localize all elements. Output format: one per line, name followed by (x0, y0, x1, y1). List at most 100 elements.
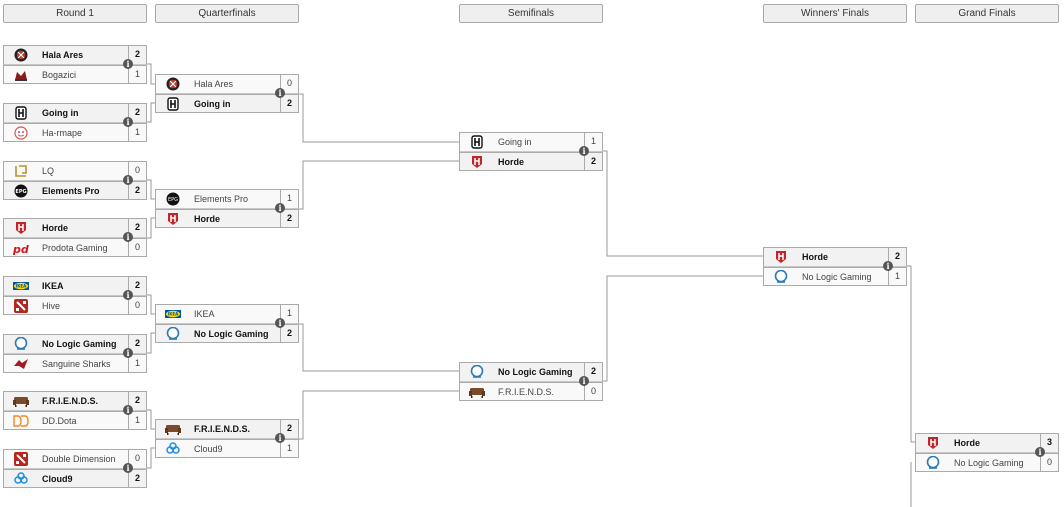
team-name[interactable]: Horde (802, 252, 829, 262)
match-info-icon[interactable]: i (883, 261, 893, 271)
match-info-icon[interactable]: i (123, 405, 133, 415)
match-info-icon[interactable]: i (579, 146, 589, 156)
team-name[interactable]: LQ (42, 166, 55, 176)
team-name[interactable]: Hala Ares (194, 79, 234, 89)
team-name[interactable]: Horde (194, 214, 221, 224)
team-name[interactable]: Hive (42, 301, 61, 311)
team-name[interactable]: No Logic Gaming (802, 272, 872, 282)
match-info-icon[interactable]: i (123, 59, 133, 69)
team-name[interactable]: Going in (498, 137, 532, 147)
team-name[interactable]: Cloud9 (194, 444, 223, 454)
match-info-icon[interactable]: i (275, 88, 285, 98)
match-info-icon[interactable]: i (123, 290, 133, 300)
team-name[interactable]: Elements Pro (42, 186, 100, 196)
team-name[interactable]: Double Dimension (42, 454, 116, 464)
team-name[interactable]: F.R.I.E.N.D.S. (194, 424, 251, 434)
team-row[interactable]: F.R.I.E.N.D.S.2 (3, 391, 147, 411)
team-name[interactable]: Sanguine Sharks (42, 359, 111, 369)
team-name[interactable]: No Logic Gaming (498, 367, 573, 377)
team-row[interactable]: F.R.I.E.N.D.S.0 (459, 382, 603, 401)
match-info-icon[interactable]: i (275, 433, 285, 443)
match-info-icon[interactable]: i (275, 203, 285, 213)
team-name[interactable]: Horde (498, 157, 525, 167)
team-name[interactable]: Prodota Gaming (42, 243, 108, 253)
team-name[interactable]: Ha-rmape (42, 128, 83, 138)
team-name[interactable]: Bogazici (42, 70, 77, 80)
match-info-icon[interactable]: i (123, 175, 133, 185)
connector (147, 179, 155, 239)
team-name[interactable]: Elements Pro (194, 194, 249, 204)
team-name[interactable]: Horde (42, 223, 69, 233)
team-name[interactable]: F.R.I.E.N.D.S. (42, 396, 99, 406)
match-info-icon[interactable]: i (123, 463, 133, 473)
match-info-icon[interactable]: i (123, 232, 133, 242)
team-name[interactable]: Horde (954, 438, 981, 448)
match-info-icon[interactable]: i (123, 117, 133, 127)
match-info-icon[interactable]: i (1035, 447, 1045, 457)
team-name[interactable]: Cloud9 (42, 474, 73, 484)
team-name[interactable]: Hala Ares (42, 50, 84, 60)
team-name[interactable]: F.R.I.E.N.D.S. (498, 387, 555, 397)
team-name[interactable]: No Logic Gaming (194, 329, 269, 339)
team-name[interactable]: Going in (194, 99, 231, 109)
team-name[interactable]: DD.Dota (42, 416, 77, 426)
connector (603, 275, 763, 382)
team-name[interactable]: IKEA (42, 281, 64, 291)
team-name[interactable]: IKEA (194, 309, 215, 319)
team-name[interactable]: No Logic Gaming (954, 458, 1024, 468)
team-name[interactable]: No Logic Gaming (42, 339, 117, 349)
match-info-icon[interactable]: i (123, 348, 133, 358)
match-info-icon[interactable]: i (275, 318, 285, 328)
team-name[interactable]: Going in (42, 108, 79, 118)
horde-logo-icon (165, 212, 181, 226)
horde-logo-icon (925, 436, 941, 450)
match-info-icon[interactable]: i (579, 376, 589, 386)
team-row[interactable]: F.R.I.E.N.D.S.2 (155, 419, 299, 439)
